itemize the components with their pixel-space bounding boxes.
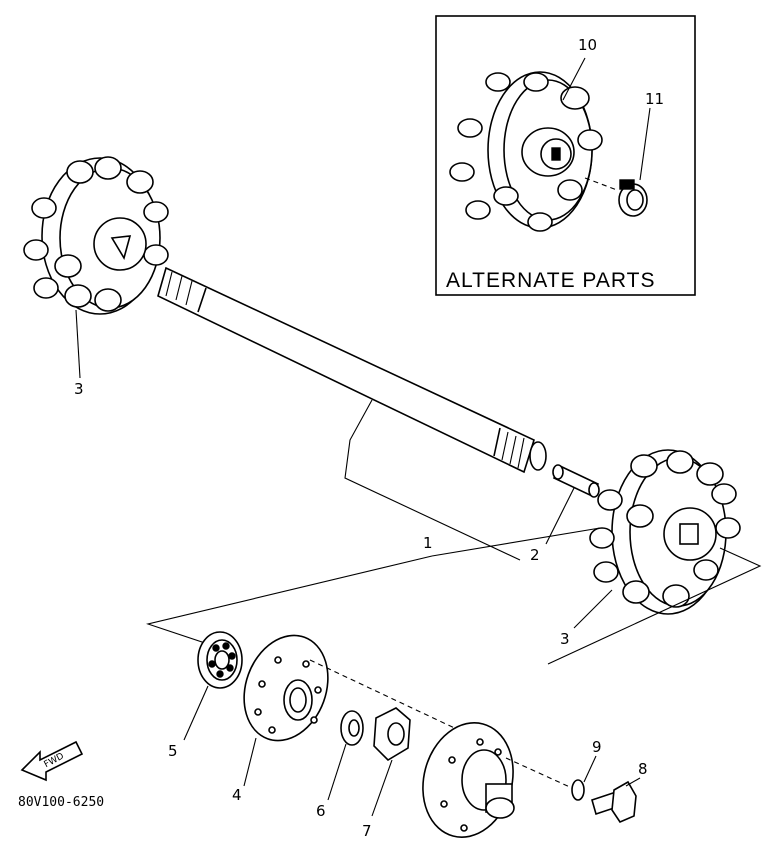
callout-5: 5	[168, 742, 178, 760]
plate	[243, 634, 329, 742]
lock-washer	[571, 779, 585, 801]
drive-shaft	[157, 266, 547, 474]
callout-3-left: 3	[74, 380, 84, 398]
callout-4: 4	[232, 786, 242, 804]
callout-10: 10	[578, 36, 597, 54]
callout-7: 7	[362, 822, 372, 840]
sprocket-left	[23, 156, 169, 315]
callout-9: 9	[592, 738, 602, 756]
alternate-parts-box: 10 11 ALTERNATE PARTS	[435, 15, 696, 296]
forward-arrow-icon: FWD	[20, 740, 84, 782]
hub-flange	[422, 722, 515, 838]
callout-3-right: 3	[560, 630, 570, 648]
callout-2: 2	[530, 546, 540, 564]
bearing	[197, 631, 243, 689]
bolt	[591, 780, 637, 823]
callout-8: 8	[638, 760, 648, 778]
nut	[373, 707, 411, 762]
alternate-clamp-11	[584, 177, 648, 217]
pin	[552, 464, 600, 498]
diagram-code: 80V100-6250	[18, 795, 104, 810]
sprocket-right	[589, 449, 741, 615]
callout-11: 11	[645, 90, 664, 108]
alternate-sprocket-10	[449, 71, 603, 232]
washer	[340, 710, 364, 746]
callout-6: 6	[316, 802, 326, 820]
callout-1: 1	[423, 534, 433, 552]
alternate-parts-title: ALTERNATE PARTS	[446, 269, 656, 292]
